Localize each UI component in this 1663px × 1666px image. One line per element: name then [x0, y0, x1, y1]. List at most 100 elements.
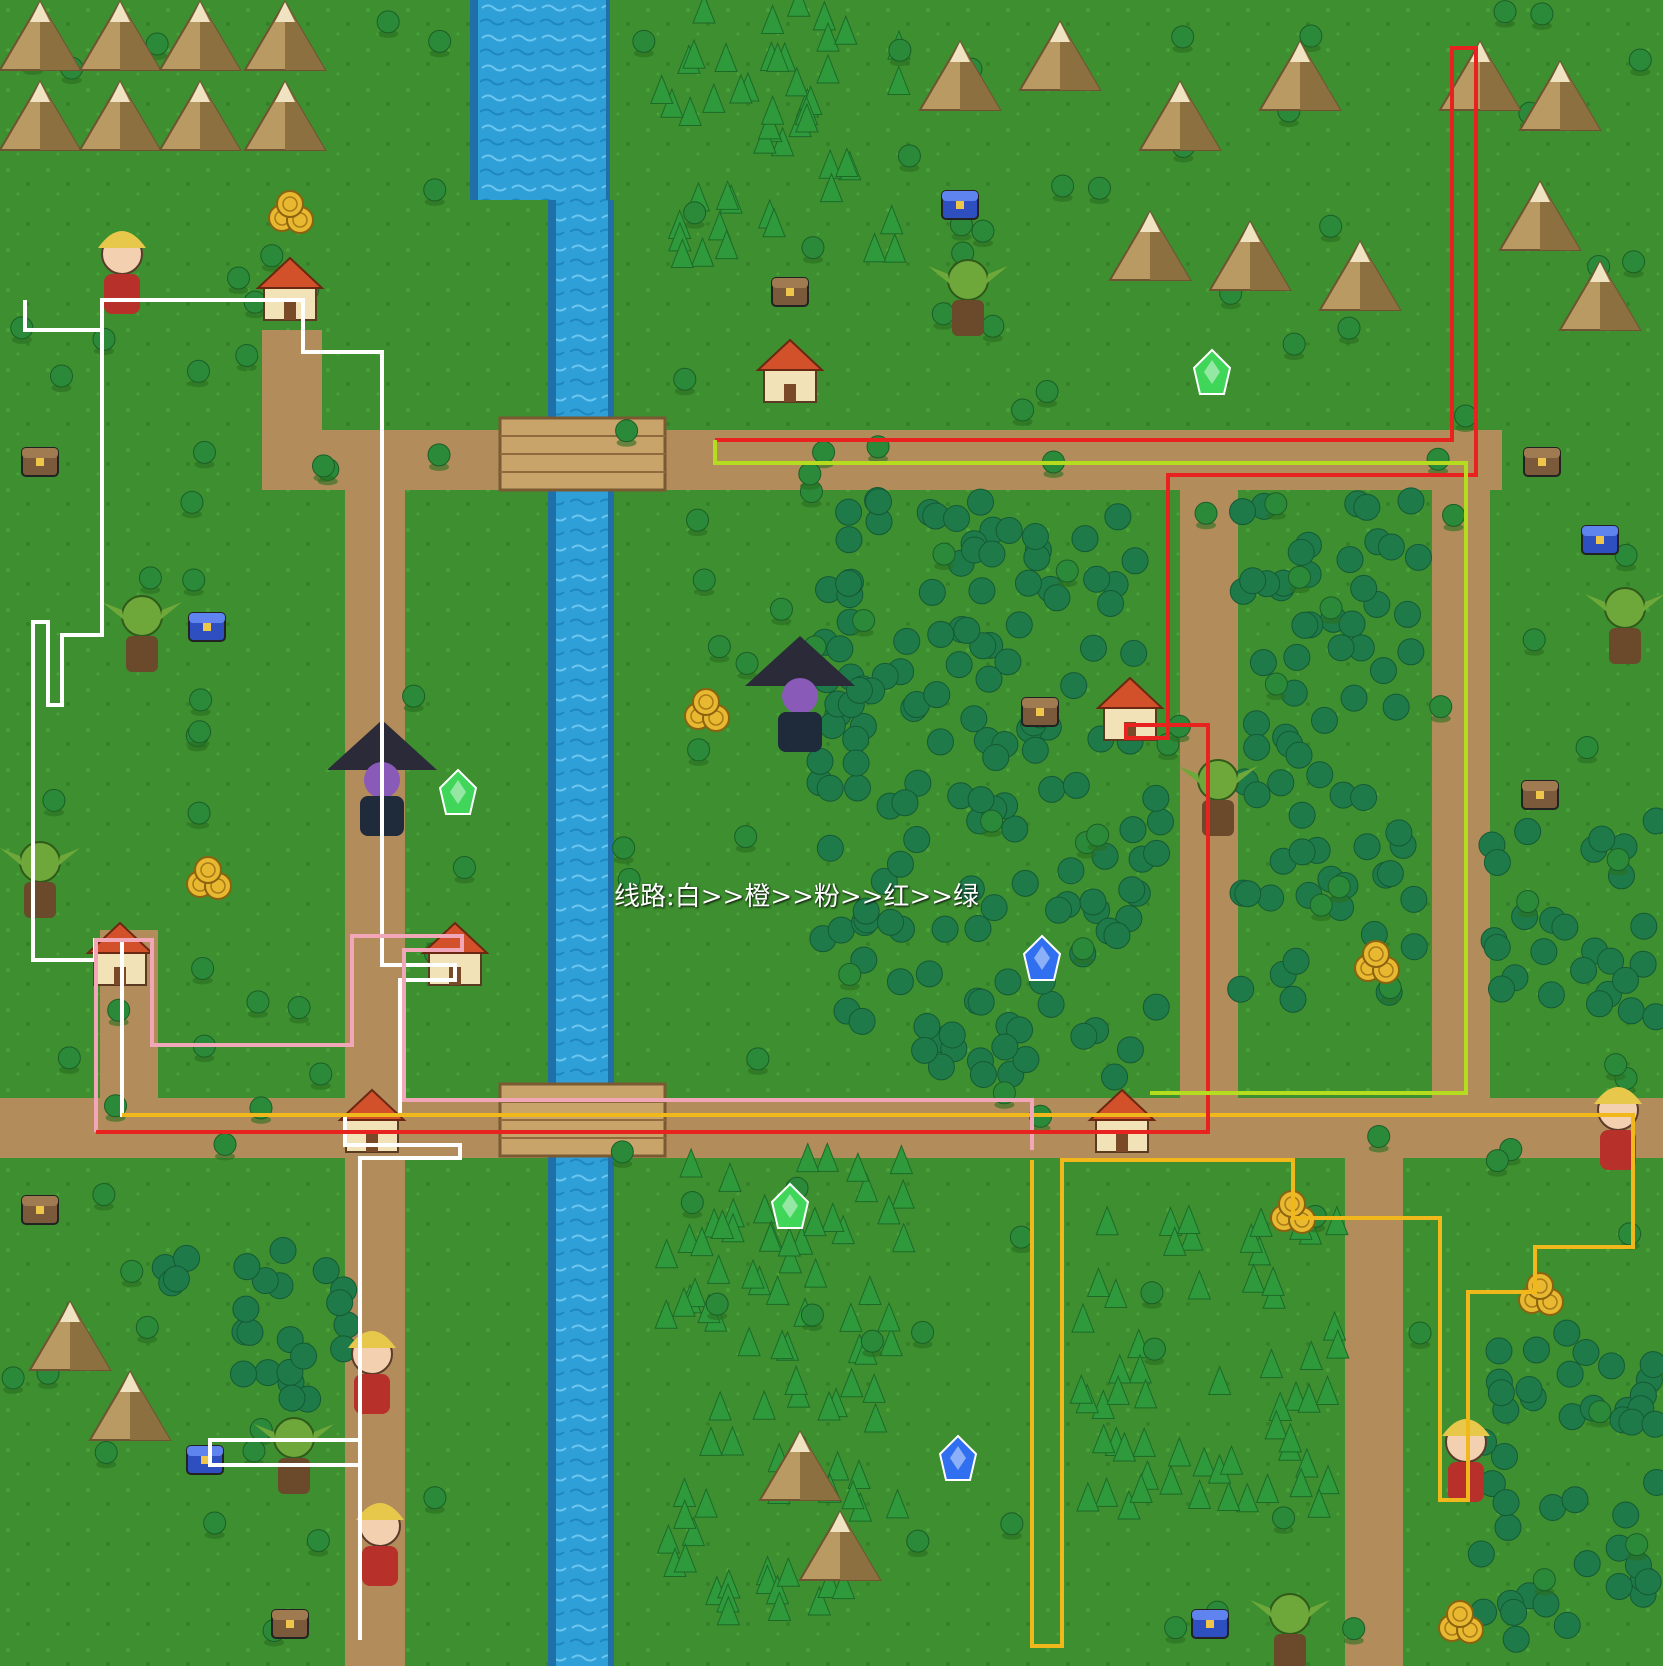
- treasure-chest-icon[interactable]: [1021, 697, 1059, 727]
- tree-icon: [1532, 1568, 1556, 1596]
- tree-icon: [1035, 379, 1059, 408]
- tree-icon: [852, 608, 876, 637]
- tree-icon: [632, 29, 656, 58]
- blue-treasure-box-icon[interactable]: [1581, 525, 1619, 555]
- blue-treasure-box-icon[interactable]: [941, 190, 979, 220]
- tree-icon: [1117, 1489, 1141, 1520]
- tree-icon: [1288, 801, 1316, 829]
- goblin-enemy-icon[interactable]: [102, 595, 182, 672]
- blue-treasure-box-icon[interactable]: [188, 612, 226, 642]
- gold-coins-icon[interactable]: [1354, 940, 1400, 984]
- tree-icon: [904, 769, 932, 797]
- tree-icon: [94, 1440, 118, 1469]
- tree-icon: [903, 826, 931, 854]
- route-green: [713, 440, 1468, 1095]
- tree-icon: [1530, 938, 1558, 966]
- tree-icon: [1264, 672, 1288, 701]
- witch-enemy-icon[interactable]: [745, 636, 855, 752]
- route-orange: [122, 1113, 1635, 1648]
- treasure-chest-icon[interactable]: [1521, 780, 1559, 810]
- tree-icon: [1606, 848, 1630, 876]
- tree-icon: [817, 1568, 841, 1599]
- goblin-enemy-icon[interactable]: [1250, 1593, 1330, 1666]
- tree-icon: [1325, 1205, 1349, 1236]
- house-icon[interactable]: [755, 338, 825, 403]
- gold-coins-icon[interactable]: [186, 856, 232, 900]
- tree-icon: [1467, 1540, 1495, 1568]
- tree-icon: [1551, 913, 1579, 941]
- treasure-chest-icon[interactable]: [271, 1609, 309, 1639]
- house-icon[interactable]: [255, 256, 325, 321]
- blue-treasure-box-icon[interactable]: [186, 1445, 224, 1475]
- tree-icon: [1012, 1046, 1040, 1074]
- tree-icon: [1397, 638, 1425, 666]
- tree-icon: [714, 42, 738, 73]
- tree-icon: [1310, 706, 1338, 734]
- tree-icon: [1045, 896, 1073, 924]
- treasure-chest-icon[interactable]: [1523, 447, 1561, 477]
- green-gem-icon[interactable]: [770, 1182, 810, 1229]
- tree-icon: [1572, 1338, 1600, 1366]
- blue-gem-icon[interactable]: [938, 1434, 978, 1481]
- tree-icon: [1485, 1337, 1513, 1365]
- tree-icon: [708, 1390, 732, 1421]
- tree-icon: [777, 1226, 802, 1257]
- tree-icon: [720, 1425, 745, 1456]
- tree-icon: [839, 1367, 864, 1398]
- tree-icon: [1229, 498, 1257, 526]
- tree-icon: [1259, 1348, 1284, 1379]
- green-gem-icon[interactable]: [438, 768, 478, 815]
- tree-icon: [694, 1487, 718, 1518]
- tree-icon: [1288, 838, 1316, 866]
- mountain-icon: [0, 80, 82, 151]
- goblin-enemy-icon[interactable]: [1585, 587, 1663, 664]
- tree-icon: [1167, 714, 1191, 743]
- bridge-south: [498, 1082, 667, 1158]
- tree-icon: [1570, 956, 1598, 984]
- tree-icon: [843, 774, 871, 802]
- tree-icon: [1367, 1124, 1391, 1153]
- mountain-icon: [918, 40, 1002, 111]
- hero-character-icon[interactable]: [98, 231, 146, 314]
- treasure-chest-icon[interactable]: [21, 447, 59, 477]
- tree-icon: [1553, 1319, 1581, 1347]
- house-icon[interactable]: [1087, 1088, 1157, 1153]
- treasure-chest-icon[interactable]: [771, 277, 809, 307]
- tree-icon: [1490, 1443, 1518, 1471]
- tree-icon: [931, 915, 959, 943]
- tree-icon: [287, 996, 311, 1024]
- blue-gem-icon[interactable]: [1022, 934, 1062, 981]
- tree-icon: [705, 1292, 729, 1321]
- blue-treasure-box-icon[interactable]: [1191, 1609, 1229, 1639]
- tree-icon: [992, 1081, 1016, 1109]
- tree-icon: [692, 568, 716, 597]
- tree-icon: [1000, 1512, 1024, 1540]
- gold-coins-icon[interactable]: [268, 190, 314, 234]
- tree-icon: [232, 1295, 260, 1323]
- green-gem-icon[interactable]: [1192, 348, 1232, 395]
- tree-icon: [706, 1253, 731, 1284]
- tree-icon: [915, 960, 943, 988]
- tree-icon: [817, 1390, 841, 1421]
- tree-icon: [938, 1021, 966, 1049]
- treasure-chest-icon[interactable]: [21, 1195, 59, 1225]
- goblin-enemy-icon[interactable]: [928, 259, 1008, 336]
- tree-icon: [1493, 0, 1517, 28]
- gold-coins-icon[interactable]: [684, 688, 730, 732]
- mountain-icon: [1558, 260, 1642, 331]
- tree-icon: [650, 74, 674, 105]
- tree-icon: [1291, 611, 1319, 639]
- tree-icon: [889, 1144, 914, 1175]
- tree-icon: [1133, 1378, 1158, 1409]
- tree-icon: [887, 65, 911, 95]
- gold-coins-icon[interactable]: [1438, 1600, 1484, 1644]
- tree-icon: [1319, 596, 1343, 624]
- tree-icon: [886, 850, 914, 878]
- hero-character-icon[interactable]: [1594, 1087, 1642, 1170]
- tree-icon: [801, 236, 825, 264]
- tree-icon: [1353, 833, 1381, 861]
- hero-character-icon[interactable]: [356, 1503, 404, 1586]
- tree-icon: [1051, 174, 1075, 202]
